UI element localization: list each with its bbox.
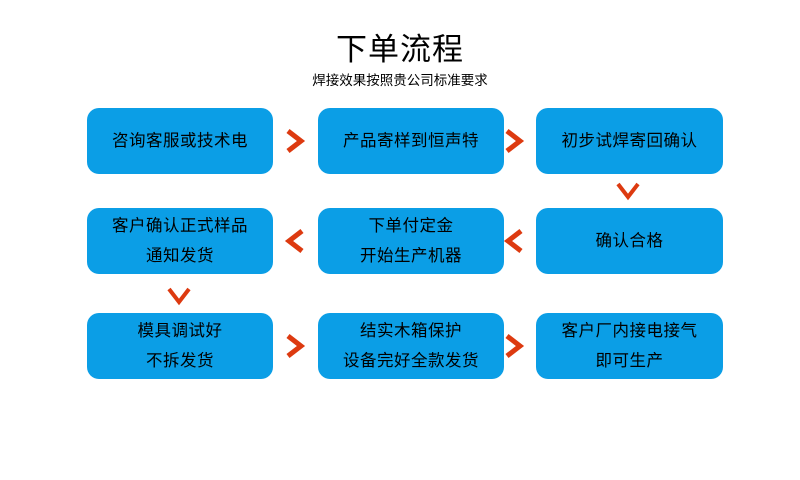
flow-node-n7[interactable]: 模具调试好 不拆发货 [87, 313, 273, 379]
chevron-right-icon [278, 126, 312, 156]
flow-node-line: 产品寄样到恒声特 [343, 131, 479, 150]
chevron-right-icon [497, 126, 531, 156]
chevron-right-icon [278, 331, 312, 361]
chevron-right-icon [497, 331, 531, 361]
page-subtitle: 焊接效果按照贵公司标准要求 [312, 73, 488, 89]
flow-node-line: 通知发货 [146, 246, 214, 265]
flow-node-line: 咨询客服或技术电 [112, 131, 248, 150]
flow-node-n2[interactable]: 产品寄样到恒声特 [318, 108, 504, 174]
page-title: 下单流程 [336, 32, 464, 68]
flow-node-n9[interactable]: 客户厂内接电接气 即可生产 [536, 313, 723, 379]
flow-node-n5[interactable]: 下单付定金 开始生产机器 [318, 208, 504, 274]
flow-node-line: 确认合格 [595, 231, 664, 250]
flow-node-line: 不拆发货 [146, 351, 214, 370]
flow-node-n8[interactable]: 结实木箱保护 设备完好全款发货 [318, 313, 504, 379]
chevron-down-icon [613, 177, 643, 205]
flow-node-n3[interactable]: 初步试焊寄回确认 [536, 108, 723, 174]
flow-node-n4[interactable]: 客户确认正式样品 通知发货 [87, 208, 273, 274]
chevron-down-icon [164, 282, 194, 310]
flow-node-line: 客户厂内接电接气 [561, 321, 698, 340]
flow-node-line: 初步试焊寄回确认 [561, 131, 698, 150]
chevron-left-icon [278, 226, 312, 256]
flow-node-n6[interactable]: 确认合格 [536, 208, 723, 274]
flow-node-line: 模具调试好 [137, 321, 223, 340]
flow-node-line: 客户确认正式样品 [112, 216, 248, 235]
flow-node-n1[interactable]: 咨询客服或技术电 [87, 108, 273, 174]
flow-node-line: 设备完好全款发货 [343, 351, 479, 370]
flow-node-line: 结实木箱保护 [360, 321, 462, 340]
chevron-left-icon [497, 226, 531, 256]
heading-block: 下单流程 焊接效果按照贵公司标准要求 [0, 30, 800, 91]
flow-node-line: 即可生产 [595, 351, 664, 370]
flow-node-line: 下单付定金 [368, 216, 454, 235]
flow-node-line: 开始生产机器 [360, 246, 462, 265]
